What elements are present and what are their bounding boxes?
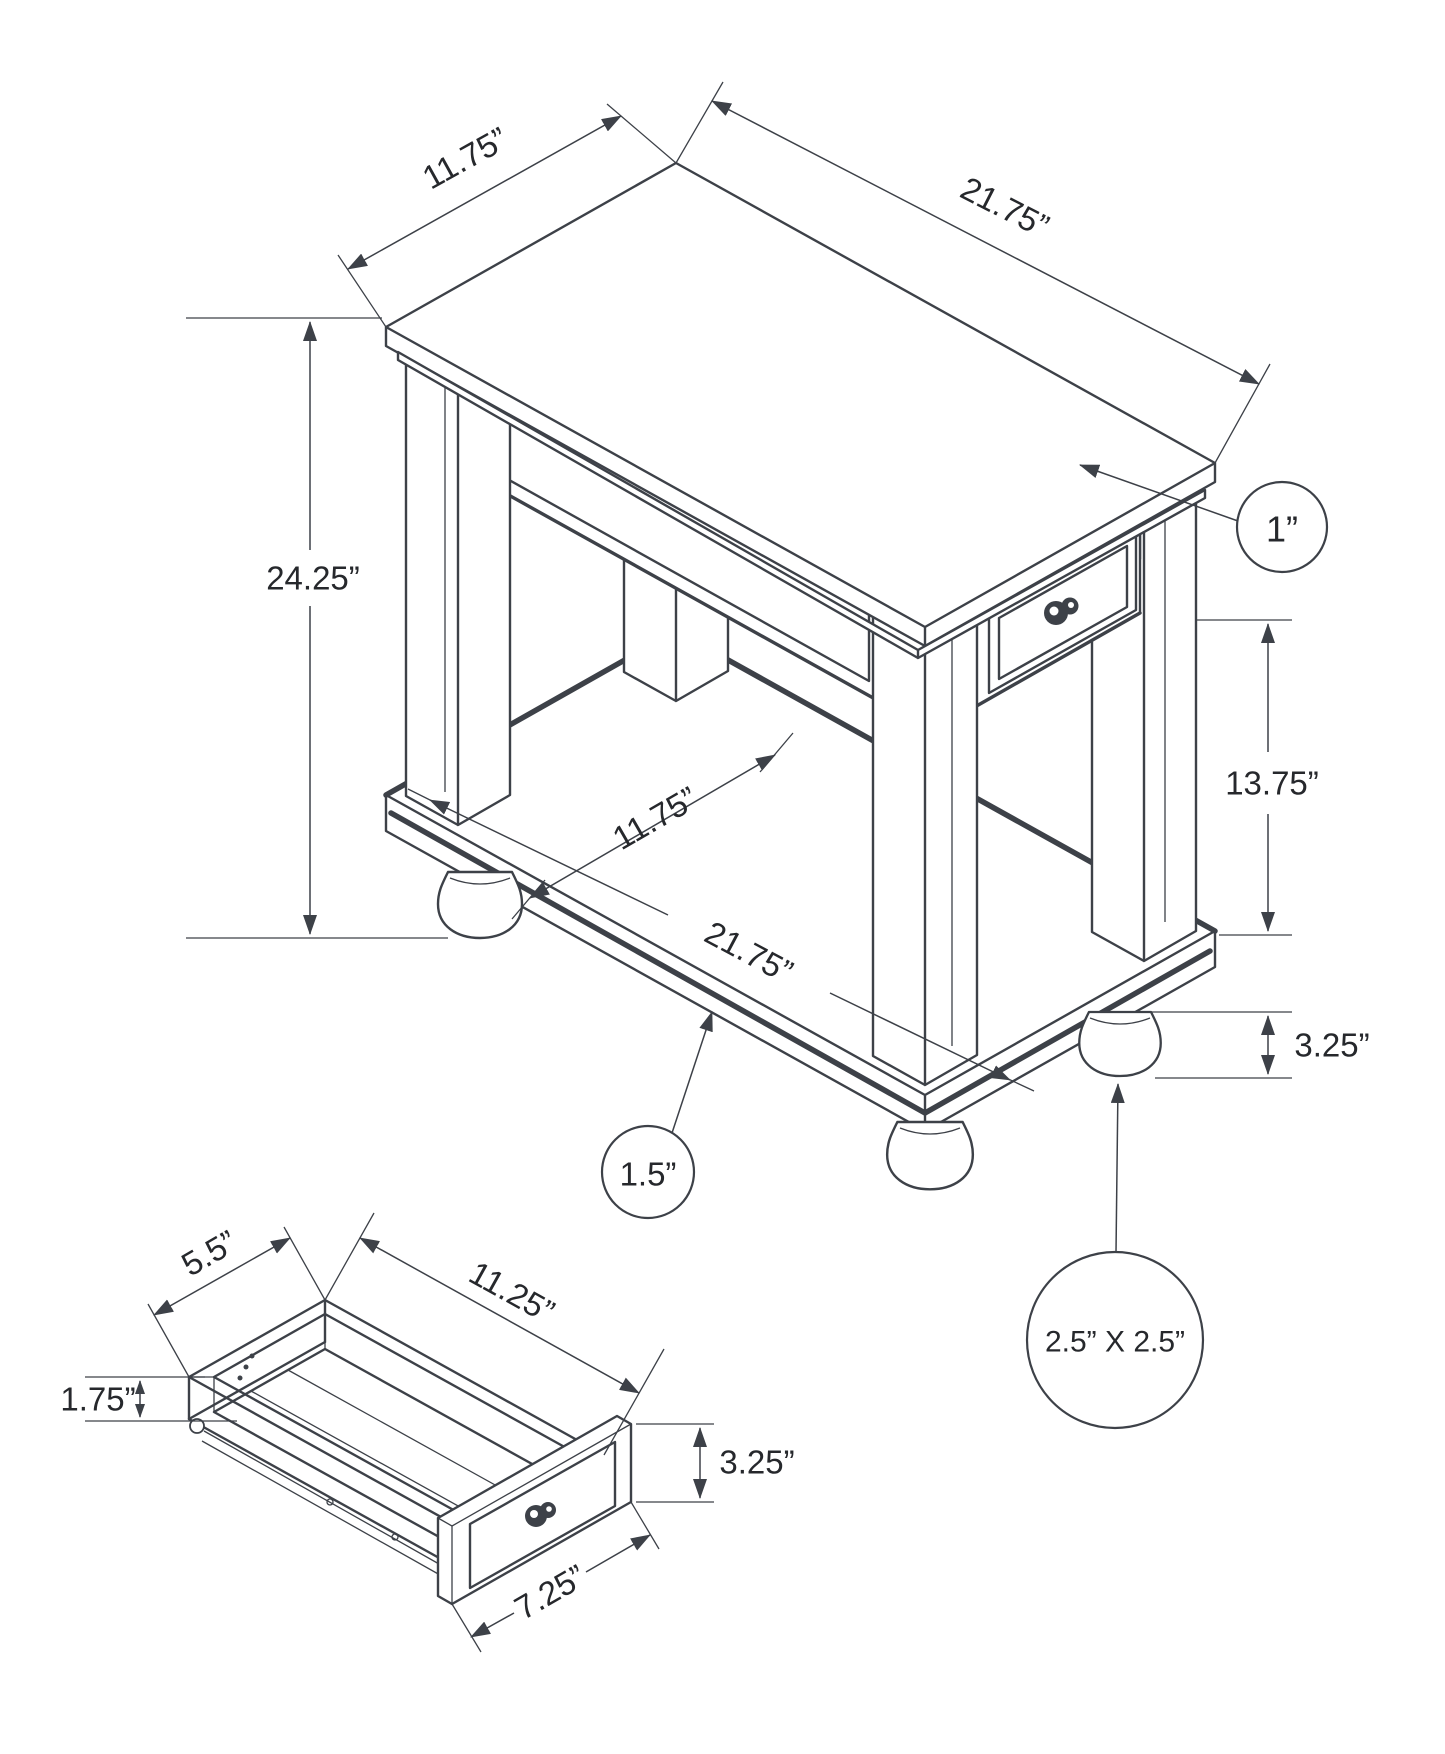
dim-drawer-front-height-extensions (636, 1423, 714, 1503)
foot-right-collar (1089, 1017, 1151, 1025)
leg-front-right (871, 612, 979, 1087)
dim-label-drawer-front-width: 7.25” (508, 1557, 592, 1627)
dim-label-drawer-side-height: 1.75” (60, 1381, 135, 1418)
dim-label-top-length: 21.75” (955, 169, 1055, 244)
dim-top-depth-line (347, 115, 622, 270)
dim-top-length-line (711, 100, 1260, 385)
table-top-lip (396, 350, 1207, 660)
dim-drawer-length-line (359, 1237, 640, 1394)
callout-shelf-thickness-circle (600, 1124, 696, 1220)
leg-front-left (404, 351, 512, 827)
dim-drawer-front-height: 3.25” (636, 1423, 795, 1503)
rail-hole-2 (391, 1533, 399, 1541)
rail-roller (189, 1418, 205, 1434)
dim-label-height: 24.25” (266, 560, 360, 597)
callout-foot-size: 2.5” X 2.5” (1025, 1083, 1205, 1430)
rail-hole-1 (326, 1498, 334, 1506)
foot-front-collar (899, 1127, 961, 1135)
dim-drawer-front-width-line (471, 1535, 650, 1637)
callout-top-thickness-circle (1235, 480, 1329, 574)
drawer-slide-rail (189, 1418, 463, 1585)
dim-drawer-length-extensions (324, 1212, 665, 1456)
drawer-detail-drawing (187, 1298, 633, 1606)
dim-foot-height-extensions (1152, 1011, 1292, 1079)
dim-label-foot-size: 2.5” X 2.5” (1045, 1326, 1185, 1359)
dim-top-depth-extensions (337, 103, 677, 328)
drawer-knob (1044, 597, 1079, 625)
main-view-dimensions: 11.75” 21.75” 24.25” 1” 13.75” 3.25” (186, 81, 1370, 1430)
dim-label-shelf-thickness: 1.5” (620, 1156, 677, 1193)
callout-top-thickness-leader (1079, 464, 1239, 522)
main-table-drawing (383, 161, 1218, 1191)
foot-left (436, 870, 524, 940)
drawer-front-recess (997, 544, 1129, 681)
dim-foot-height: 3.25” (1152, 1011, 1370, 1079)
foot-front (885, 1120, 975, 1191)
callout-shelf-thickness-leader (671, 1011, 713, 1134)
drawer-screw-dots (237, 1353, 255, 1381)
dim-drawer-width-line (153, 1237, 291, 1316)
dim-overall-height: 24.25” (186, 318, 448, 938)
drawer-box-outer-edges (187, 1298, 470, 1534)
callout-foot-size-circle (1025, 1250, 1205, 1430)
dim-drawer-side-height-extensions (85, 1376, 237, 1422)
apron-bottom-accents (467, 471, 1142, 710)
dim-label-foot-height: 3.25” (1294, 1027, 1369, 1064)
dim-drawer-side-height: 1.75” (60, 1376, 237, 1422)
callout-top-thickness: 1” (1079, 464, 1329, 574)
dim-label-top-thickness: 1” (1266, 509, 1298, 550)
dim-apron-to-shelf: 13.75” (1196, 620, 1319, 935)
callout-foot-size-leader (1110, 1083, 1125, 1253)
foot-right (1078, 1010, 1162, 1078)
dim-label-apron-shelf: 13.75” (1225, 765, 1319, 802)
callout-shelf-thickness: 1.5” (600, 1011, 713, 1220)
dim-shelf-length-line (430, 800, 1010, 1080)
dim-top-length-extensions (675, 81, 1271, 464)
dim-label-drawer-length: 11.25” (463, 1254, 561, 1331)
dim-label-drawer-front-height: 3.25” (719, 1444, 794, 1481)
dim-label-drawer-width: 5.5” (175, 1223, 243, 1283)
